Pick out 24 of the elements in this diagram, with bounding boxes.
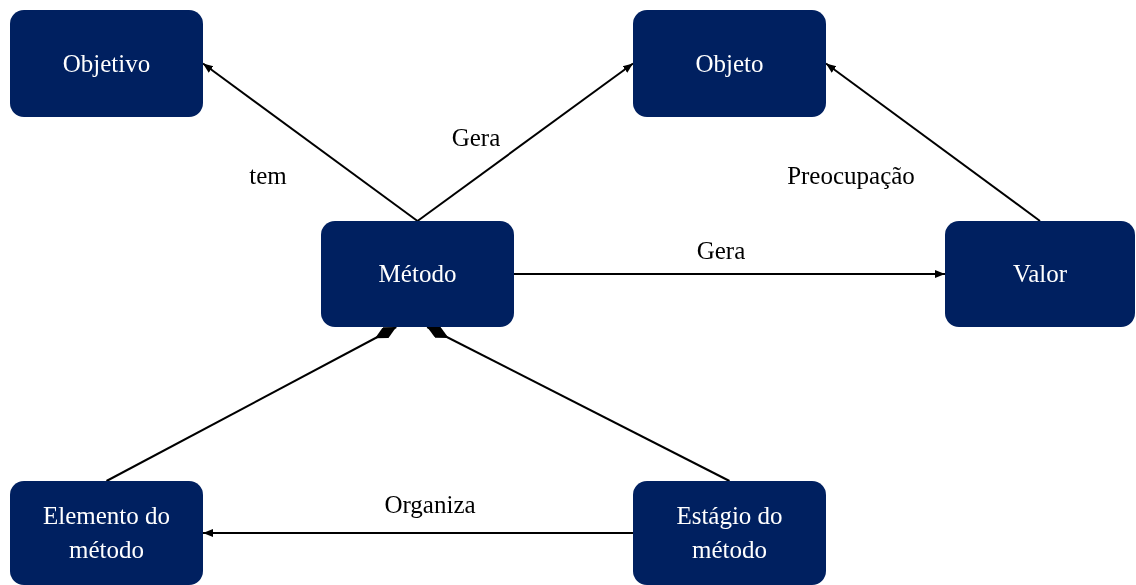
node-label: Estágio do método (675, 501, 784, 565)
concept-box (10, 481, 203, 585)
node-label: Elemento do método (41, 501, 172, 565)
node-label: Objetivo (62, 48, 151, 79)
arrow (416, 62, 634, 222)
aggregation-line (105, 326, 398, 482)
edge-label: Gera (451, 124, 501, 152)
edge-label: tem (249, 162, 287, 190)
node-label: Objeto (695, 48, 764, 79)
arrow (202, 529, 634, 537)
concept-box (945, 221, 1135, 327)
node-label: Método (378, 259, 457, 290)
arrow (202, 62, 419, 222)
arrow (513, 270, 946, 278)
concept-box (633, 10, 826, 117)
edge-label: Preocupação (787, 162, 915, 190)
concept-box (633, 481, 826, 585)
edge-label: Organiza (384, 491, 476, 519)
aggregation-line (426, 326, 731, 482)
concept-box (10, 10, 203, 117)
node-label: Valor (1012, 259, 1068, 290)
arrow (825, 62, 1041, 222)
edge-label: Gera (696, 237, 746, 265)
concept-box (321, 221, 514, 327)
